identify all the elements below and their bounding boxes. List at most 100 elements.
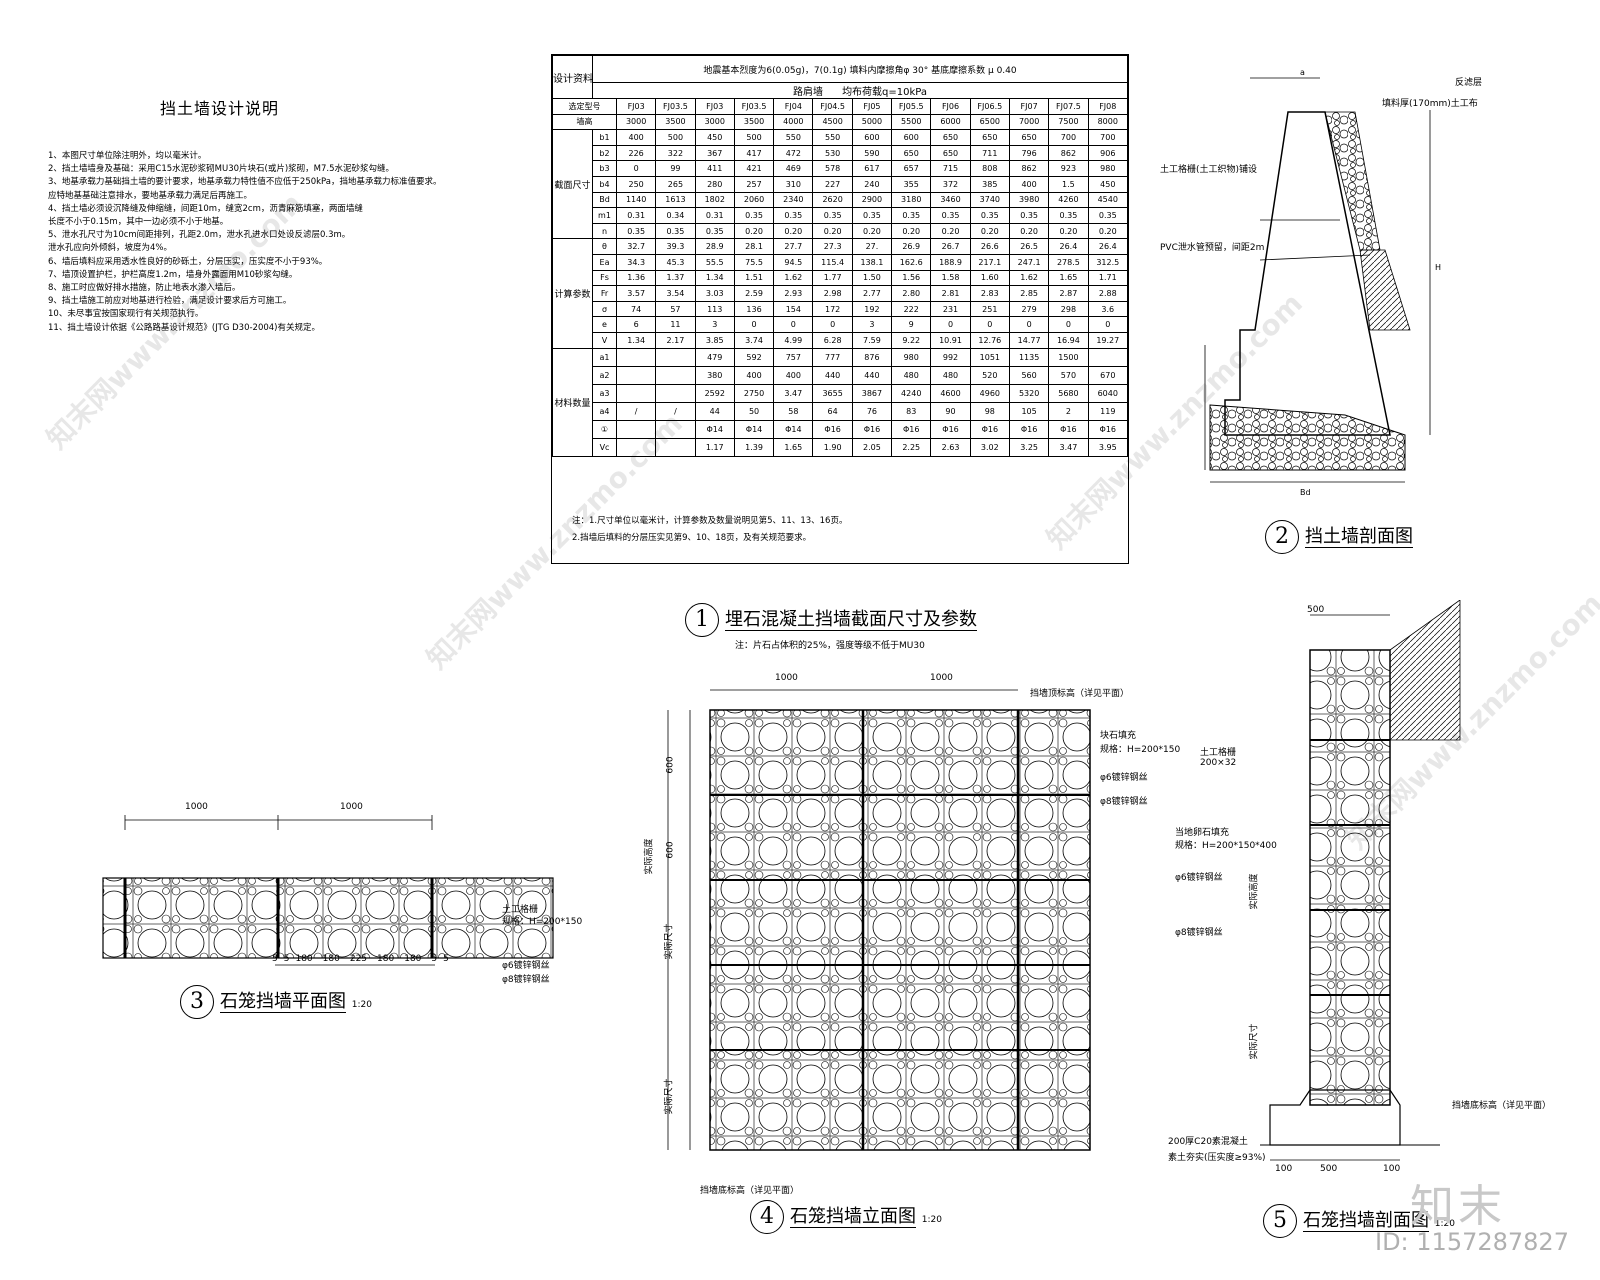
heights-label: 墙高 (552, 113, 617, 131)
fig5-label-6: φ8镀锌钢丝 (1175, 928, 1223, 938)
param-value: 0.31 (615, 207, 657, 224)
param-value: 650 (969, 129, 1010, 146)
param-value: 154 (773, 300, 814, 318)
param-value: 4.99 (773, 331, 814, 349)
param-value: 27.3 (812, 238, 853, 255)
param-value: 9 (891, 316, 932, 333)
param-value: 0.20 (1048, 222, 1089, 240)
param-value: 3.85 (694, 331, 735, 349)
param-value: 355 (891, 175, 932, 193)
param-value: 0.35 (1048, 207, 1089, 224)
param-value: 278.5 (1048, 253, 1089, 271)
param-value: 421 (733, 160, 775, 177)
param-value (615, 419, 657, 439)
param-value: 1.77 (812, 269, 853, 287)
param-value: 479 (694, 347, 735, 367)
param-value: 650 (930, 129, 971, 146)
param-value: 3.47 (773, 383, 814, 403)
dim-value: 180 (377, 954, 395, 964)
param-value: 322 (655, 144, 696, 162)
param-value: 1.17 (694, 437, 735, 457)
model-cell: FJ05.5 (891, 98, 932, 115)
param-value: 6 (615, 316, 657, 333)
param-value: 3.95 (1087, 437, 1129, 457)
param-value: 2.87 (1048, 285, 1089, 302)
param-value: 700 (1048, 129, 1089, 146)
param-value: 99 (655, 160, 696, 177)
param-symbol: b3 (592, 160, 617, 177)
param-value: 188.9 (930, 253, 971, 271)
param-value: 247.1 (1008, 253, 1050, 271)
param-value: 75.5 (733, 253, 775, 271)
param-value: 26.7 (930, 238, 971, 255)
param-value: 700 (1087, 129, 1129, 146)
param-value: 3.03 (694, 285, 735, 302)
fig4-label-2: 块石填充 (1100, 731, 1137, 741)
param-value: 3.74 (733, 331, 775, 349)
param-value: Φ16 (930, 419, 971, 439)
param-value: 5680 (1048, 383, 1089, 403)
fig5-dim-3: 500 (1320, 1164, 1338, 1174)
param-value: 500 (655, 129, 696, 146)
param-symbol: Fs (592, 269, 617, 287)
param-value: Φ16 (851, 419, 893, 439)
param-value: 0.20 (851, 222, 893, 240)
param-value: Φ14 (694, 419, 735, 439)
fig3-dim-top-1: 1000 (185, 802, 208, 812)
param-value: 162.6 (891, 253, 932, 271)
param-symbol: Fr (592, 285, 617, 302)
param-value: 2.77 (851, 285, 893, 302)
param-value: 777 (812, 347, 853, 367)
param-value: 0.35 (1008, 207, 1050, 224)
fig5-label-5: φ6镀锌钢丝 (1175, 873, 1223, 883)
fig4-left-label-1: 实际高度 (644, 838, 655, 875)
param-value (615, 347, 657, 367)
param-value: 2.98 (812, 285, 853, 302)
fig4-scale: 1:20 (921, 1215, 942, 1225)
param-value (655, 437, 696, 457)
param-value: 400 (1008, 175, 1050, 193)
param-value: 0.20 (733, 222, 775, 240)
param-value: Φ16 (812, 419, 853, 439)
param-value: / (615, 401, 657, 421)
param-value: 4240 (891, 383, 932, 403)
param-value: 2.17 (655, 331, 696, 349)
param-value: 231 (930, 300, 971, 318)
note-line: 11、挡土墙设计依据《公路路基设计规范》(JTG D30-2004)有关规定。 (48, 322, 320, 333)
param-value: 992 (930, 347, 971, 367)
param-value: 251 (969, 300, 1010, 318)
param-value: 711 (969, 144, 1010, 162)
param-value: 600 (891, 129, 932, 146)
param-value: 0.35 (733, 207, 775, 224)
param-symbol: ① (592, 419, 617, 439)
notes-title: 挡土墙设计说明 (160, 99, 280, 118)
height-cell: 6500 (969, 113, 1010, 131)
param-value: 385 (969, 175, 1010, 193)
fig5-label-4: 规格：H=200*150*400 (1175, 841, 1277, 851)
param-value: 3655 (812, 383, 853, 403)
param-value: 0.20 (969, 222, 1010, 240)
param-value: 3460 (930, 191, 971, 209)
param-value: 1802 (694, 191, 735, 209)
param-value: 400 (615, 129, 657, 146)
fig2-label-geogrid: 土工格栅(土工织物)铺设 (1160, 165, 1258, 175)
model-cell: FJ07 (1008, 98, 1050, 115)
param-value: 57 (655, 300, 696, 318)
param-value: 19.27 (1087, 331, 1129, 349)
param-symbol: a3 (592, 383, 617, 403)
param-value: 0.20 (1087, 222, 1129, 240)
fig1-title: 埋石混凝土挡墙截面尺寸及参数 (725, 609, 977, 631)
svg-text:Bd: Bd (1300, 488, 1311, 497)
param-value: 3.02 (969, 437, 1010, 457)
param-value: 4960 (969, 383, 1010, 403)
height-cell: 5000 (851, 113, 893, 131)
param-value: 98 (969, 401, 1010, 421)
param-value: 617 (851, 160, 893, 177)
param-value: 298 (1048, 300, 1089, 318)
load-label: 路肩墙 (792, 87, 823, 98)
param-value: 0.35 (851, 207, 893, 224)
fig4-label-5: φ8镀锌钢丝 (1100, 797, 1148, 807)
param-value: 0.35 (812, 207, 853, 224)
fig4-label-4: φ6镀锌钢丝 (1100, 773, 1148, 783)
